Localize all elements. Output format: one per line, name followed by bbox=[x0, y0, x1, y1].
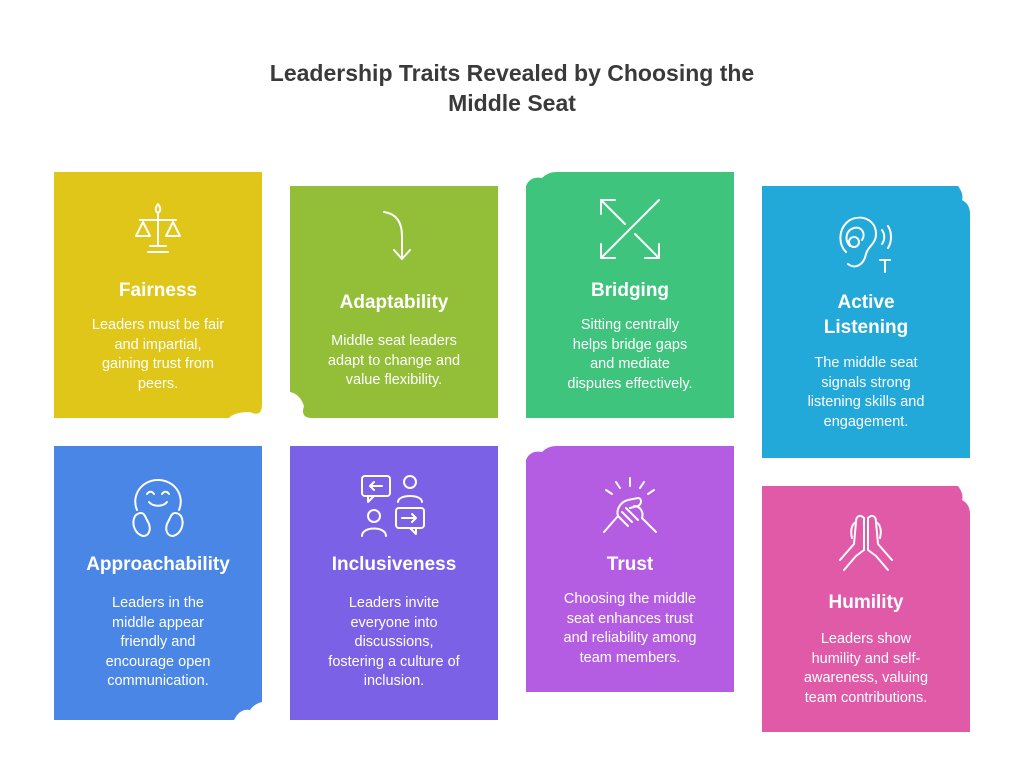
card-adaptability: Adaptability Middle seat leaders adapt t… bbox=[290, 186, 498, 418]
title-line-1: Leadership Traits Revealed by Choosing t… bbox=[269, 60, 755, 86]
card-humility-title: Humility bbox=[828, 592, 904, 613]
card-bridging-desc: Sitting centrally helps bridge gaps and … bbox=[567, 317, 693, 392]
title-line-2: Middle Seat bbox=[448, 90, 576, 116]
ear-icon bbox=[830, 212, 902, 278]
card-active-listening-background bbox=[762, 186, 970, 458]
card-bridging-title: Bridging bbox=[590, 280, 670, 301]
card-fairness: Fairness Leaders must be fair and impart… bbox=[54, 172, 262, 418]
card-fairness-background bbox=[54, 172, 262, 418]
card-bridging: Bridging Sitting centrally helps bridge … bbox=[526, 172, 734, 418]
card-approachability: Approachability Leaders in the middle ap… bbox=[54, 446, 262, 720]
card-inclusiveness-desc: Leaders invite everyone into discussions… bbox=[328, 595, 460, 689]
card-approachability-background bbox=[54, 446, 262, 720]
card-adaptability-background bbox=[290, 186, 498, 418]
diagonal-arrows-icon bbox=[595, 196, 665, 262]
card-active-listening: Active Listening The middle seat signals… bbox=[762, 186, 970, 458]
scales-icon bbox=[128, 200, 188, 260]
card-fairness-title: Fairness bbox=[118, 280, 198, 301]
card-fairness-desc: Leaders must be fair and impartial, gain… bbox=[91, 317, 225, 392]
card-humility: Humility Leaders show humility and self-… bbox=[762, 486, 970, 732]
card-adaptability-title: Adaptability bbox=[339, 292, 449, 313]
page-title: Leadership Traits Revealed by Choosing t… bbox=[212, 58, 812, 118]
card-active-listening-desc: The middle seat signals strong listening… bbox=[807, 355, 925, 430]
handshake-icon bbox=[598, 476, 662, 538]
card-inclusiveness: Inclusiveness Leaders invite everyone in… bbox=[290, 446, 498, 720]
card-trust-background bbox=[526, 446, 734, 692]
praying-hands-icon bbox=[834, 510, 898, 576]
card-approachability-desc: Leaders in the middle appear friendly an… bbox=[105, 595, 211, 689]
card-approachability-title: Approachability bbox=[86, 554, 230, 575]
smiley-hands-icon bbox=[127, 476, 189, 540]
card-bridging-background bbox=[526, 172, 734, 418]
card-trust-title: Trust bbox=[606, 554, 654, 575]
card-active-listening-title: Active Listening bbox=[823, 292, 909, 338]
card-humility-desc: Leaders show humility and self- awarenes… bbox=[803, 631, 929, 706]
card-trust: Trust Choosing the middle seat enhances … bbox=[526, 446, 734, 692]
card-trust-desc: Choosing the middle seat enhances trust … bbox=[563, 591, 697, 666]
card-adaptability-desc: Middle seat leaders adapt to change and … bbox=[327, 333, 461, 388]
card-inclusiveness-title: Inclusiveness bbox=[331, 554, 457, 575]
people-chat-icon bbox=[358, 472, 430, 538]
card-humility-background bbox=[762, 486, 970, 732]
curved-arrow-down-icon bbox=[364, 206, 424, 266]
card-inclusiveness-background bbox=[290, 446, 498, 720]
